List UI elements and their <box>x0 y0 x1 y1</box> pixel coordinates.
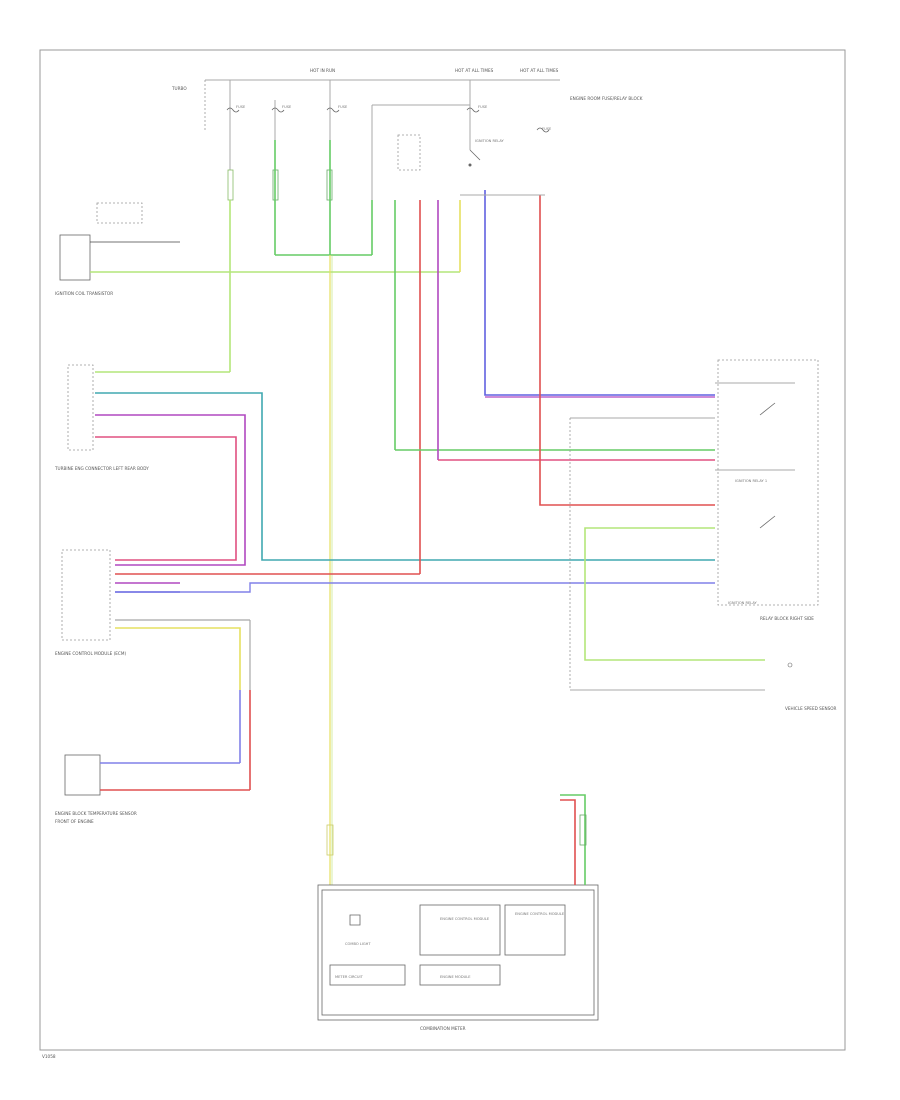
label-fuse-4: FUSE <box>478 105 488 109</box>
temp-sensor-label: ENGINE BLOCK TEMPERATURE SENSOR <box>55 811 137 816</box>
relay-contact-icon <box>468 163 472 167</box>
relay-2-switch-icon <box>759 515 776 529</box>
combo-connector-icon <box>579 814 587 846</box>
fuse-icon-5 <box>536 127 550 133</box>
combo-sub-box-1 <box>419 904 501 956</box>
fuse-icon-2 <box>271 107 285 113</box>
wire-blue-right <box>484 190 715 396</box>
wire-green-combo <box>560 794 586 885</box>
combo-light-label: COMBO LIGHT <box>345 942 371 946</box>
ecm-label: ENGINE CONTROL MODULE (ECM) <box>55 651 126 656</box>
combo-circuit-label: METER CIRCUIT <box>335 975 364 979</box>
ignition-sensor-box <box>59 234 91 281</box>
combo-sub-box-3 <box>329 964 406 986</box>
label-fuse-relay-block: ENGINE ROOM FUSE/RELAY BLOCK <box>570 96 643 101</box>
combination-meter-label: COMBINATION METER <box>420 1026 466 1031</box>
turbo-connector-label: TURBINE ENG CONNECTOR LEFT REAR BODY <box>54 466 149 471</box>
relay-switch-icon <box>469 149 481 161</box>
temp-sensor-label-2: FRONT OF ENGINE <box>55 819 94 824</box>
label-fuse-5: FUSE <box>542 127 552 131</box>
label-ignition-relay: IGNITION RELAY <box>475 139 505 143</box>
combination-meter-inner <box>321 889 595 1016</box>
label-top-left: TURBO <box>171 86 187 91</box>
combo-bulb-icon <box>349 914 361 926</box>
relay-block-label: RELAY BLOCK RIGHT SIDE <box>760 616 814 621</box>
turbo-connector-box <box>67 364 94 451</box>
ignition-sensor-dash <box>96 202 143 224</box>
diagram-frame <box>39 49 846 1051</box>
combo-module-label-1: ENGINE CONTROL MODULE <box>440 917 490 921</box>
wire-blue-long <box>180 582 715 593</box>
relay-2-label: IGNITION RELAY <box>728 601 758 605</box>
fuse-icon-1 <box>226 107 240 113</box>
label-hot-at-all: HOT AT ALL TIMES <box>455 68 494 73</box>
label-fuse-2: FUSE <box>282 105 292 109</box>
connector-1 <box>227 169 234 201</box>
ecm-box <box>61 549 111 641</box>
combination-meter-box <box>317 884 599 1021</box>
relay-block-box <box>717 359 819 606</box>
wire-pink-1 <box>95 436 237 561</box>
label-hot-at-all-2: HOT AT ALL TIMES <box>520 68 559 73</box>
relay-1-switch-icon <box>759 402 776 416</box>
fuse-icon-4 <box>466 107 480 113</box>
diagram-code: V1058 <box>42 1054 56 1059</box>
wire-red-right <box>539 195 715 506</box>
combo-sub-box-4 <box>419 964 501 986</box>
wire-red-combo <box>560 799 576 885</box>
label-fuse-3: FUSE <box>338 105 348 109</box>
wire-violet-1 <box>95 414 246 566</box>
combo-sub-box-2 <box>504 904 566 956</box>
sensor-right-icon <box>787 662 793 668</box>
relay-1-label: IGNITION RELAY 1 <box>735 479 767 483</box>
wire-lime-right <box>584 527 765 661</box>
combo-module-label-2: ENGINE CONTROL MODULE <box>515 912 565 916</box>
ignition-sensor-label: IGNITION COIL TRANSISTOR <box>55 291 113 296</box>
combo-engine-label: ENGINE MODULE <box>440 975 471 979</box>
yellow-connector-icon <box>326 824 334 856</box>
temp-sensor-box <box>64 754 101 796</box>
sensor-right-label: VEHICLE SPEED SENSOR <box>785 706 837 711</box>
wire-yellow-ecm <box>115 627 241 690</box>
label-fuse-1: FUSE <box>236 105 246 109</box>
relay-box-top <box>397 134 421 171</box>
fuse-icon-3 <box>326 107 340 113</box>
label-hot-in-run: HOT IN RUN <box>310 68 335 73</box>
wire-teal <box>95 392 715 561</box>
